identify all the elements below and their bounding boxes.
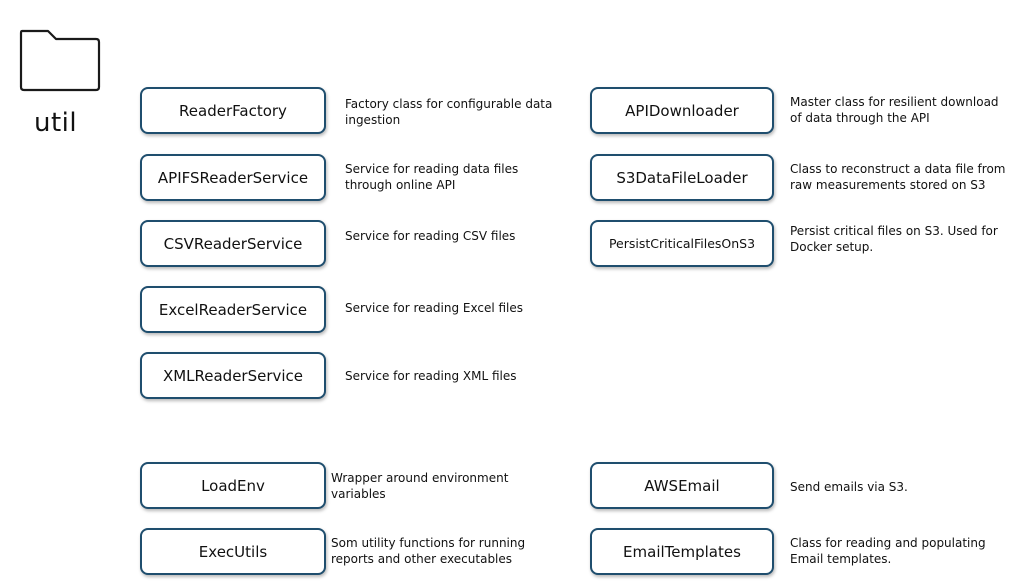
description-line: raw measurements stored on S3 [790, 178, 986, 192]
class-description-apidownloader: Master class for resilient download of d… [790, 94, 999, 126]
description-line: Master class for resilient download [790, 95, 999, 109]
class-box-apifsreaderservice[interactable]: APIFSReaderService [140, 154, 326, 201]
class-description-awsemail: Send emails via S3. [790, 479, 908, 495]
description-line: Docker setup. [790, 240, 874, 254]
class-description-executils: Som utility functions for running report… [331, 535, 525, 567]
class-description-s3datafileloader: Class to reconstruct a data file from ra… [790, 161, 1005, 193]
description-line: of data through the API [790, 111, 930, 125]
description-line: Send emails via S3. [790, 480, 908, 494]
description-line: Persist critical files on S3. Used for [790, 224, 998, 238]
description-line: Service for reading XML files [345, 369, 517, 383]
class-box-excelreaderservice[interactable]: ExcelReaderService [140, 286, 326, 333]
description-line: through online API [345, 178, 456, 192]
description-line: Email templates. [790, 552, 892, 566]
description-line: ingestion [345, 113, 401, 127]
folder-label: util [34, 108, 78, 138]
class-description-emailtemplates: Class for reading and populating Email t… [790, 535, 986, 567]
class-description-csvreaderservice: Service for reading CSV files [345, 228, 515, 244]
class-box-readerfactory[interactable]: ReaderFactory [140, 87, 326, 134]
description-line: reports and other executables [331, 552, 513, 566]
class-box-csvreaderservice[interactable]: CSVReaderService [140, 220, 326, 267]
description-line: Class to reconstruct a data file from [790, 162, 1006, 176]
description-line: variables [331, 487, 386, 501]
description-line: Class for reading and populating [790, 536, 986, 550]
class-box-apidownloader[interactable]: APIDownloader [590, 87, 774, 134]
class-box-xmlreaderservice[interactable]: XMLReaderService [140, 352, 326, 399]
description-line: Som utility functions for running [331, 536, 526, 550]
class-box-emailtemplates[interactable]: EmailTemplates [590, 528, 774, 575]
class-box-loadenv[interactable]: LoadEnv [140, 462, 326, 509]
description-line: Service for reading CSV files [345, 229, 516, 243]
class-description-persistcriticalfilesons3: Persist critical files on S3. Used for D… [790, 223, 998, 255]
class-description-readerfactory: Factory class for configurable data inge… [345, 96, 552, 128]
class-box-executils[interactable]: ExecUtils [140, 528, 326, 575]
class-description-loadenv: Wrapper around environment variables [331, 470, 508, 502]
description-line: Service for reading Excel files [345, 301, 524, 315]
class-description-excelreaderservice: Service for reading Excel files [345, 300, 523, 316]
folder-icon [18, 27, 102, 93]
description-line: Wrapper around environment [331, 471, 509, 485]
class-box-persistcriticalfilesons3[interactable]: PersistCriticalFilesOnS3 [590, 220, 774, 267]
class-description-apifsreaderservice: Service for reading data files through o… [345, 161, 518, 193]
description-line: Service for reading data files [345, 162, 519, 176]
class-box-awsemail[interactable]: AWSEmail [590, 462, 774, 509]
class-description-xmlreaderservice: Service for reading XML files [345, 368, 516, 384]
description-line: Factory class for configurable data [345, 97, 553, 111]
class-box-s3datafileloader[interactable]: S3DataFileLoader [590, 154, 774, 201]
